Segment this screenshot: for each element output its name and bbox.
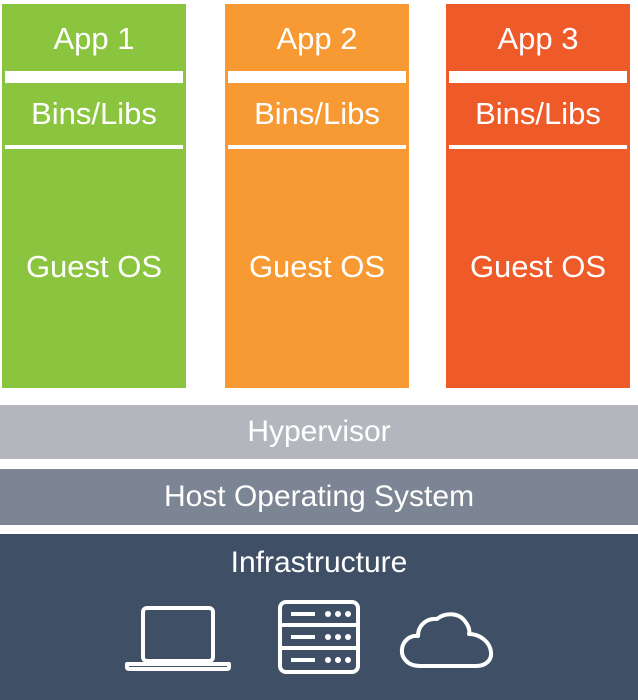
vm-column-app-3: App 3 Bins/Libs Guest OS — [446, 4, 630, 388]
bins-libs-block: Bins/Libs — [228, 83, 406, 145]
vm-column-app-2: App 2 Bins/Libs Guest OS — [225, 4, 409, 388]
host-os-label: Host Operating System — [163, 480, 475, 513]
app-block: App 2 — [228, 7, 406, 71]
guest-os-block: Guest OS — [449, 149, 627, 385]
guest-os-block: Guest OS — [228, 149, 406, 385]
app-block: App 3 — [449, 7, 627, 71]
hypervisor-layer: Hypervisor — [0, 405, 638, 459]
server-icon — [278, 600, 360, 674]
guest-os-block: Guest OS — [5, 149, 183, 385]
host-os-layer: Host Operating System — [0, 469, 638, 525]
app-block: App 1 — [5, 7, 183, 71]
hypervisor-label: Hypervisor — [247, 415, 391, 448]
cloud-icon — [399, 612, 494, 668]
bins-libs-block: Bins/Libs — [449, 83, 627, 145]
infrastructure-label: Infrastructure — [230, 546, 408, 579]
laptop-icon — [125, 606, 231, 671]
vm-column-app-1: App 1 Bins/Libs Guest OS — [2, 4, 186, 388]
bins-libs-block: Bins/Libs — [5, 83, 183, 145]
